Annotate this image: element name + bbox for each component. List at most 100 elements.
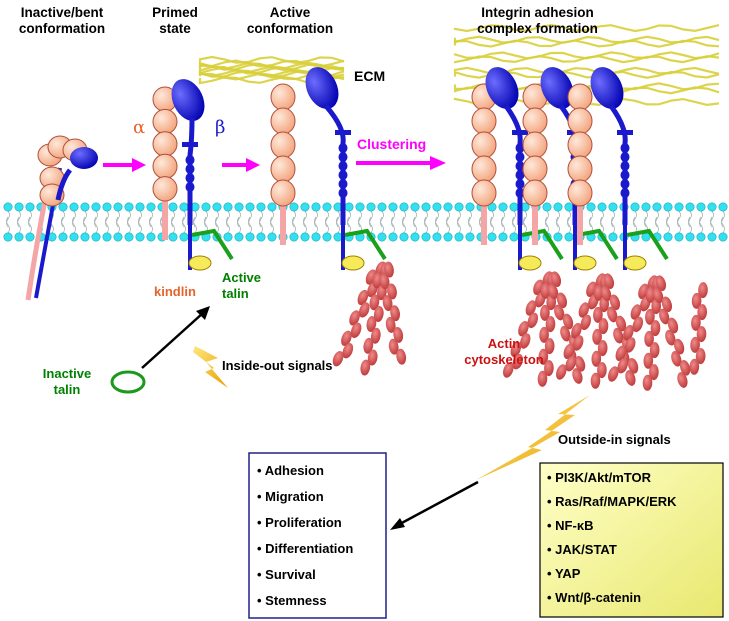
alpha-domain: [567, 131, 593, 159]
actin-monomer: [592, 328, 602, 345]
pathway-item: JAK/STAT: [547, 538, 677, 562]
lipid-tail: [17, 216, 21, 234]
lipid-head: [135, 202, 145, 212]
alpha-domain: [522, 155, 548, 183]
lipid-tail: [6, 210, 10, 228]
actin-monomer: [544, 338, 555, 355]
beta-egf-domain: [338, 143, 348, 153]
actin-monomer: [593, 306, 603, 323]
plasma-membrane: [3, 202, 728, 242]
beta-transmembrane: [573, 185, 577, 270]
lipid-head: [355, 202, 365, 212]
actin-monomer: [366, 316, 377, 332]
lipid-tail: [61, 210, 65, 228]
beta-leg: [187, 117, 195, 225]
kindlin-blob: [573, 255, 597, 271]
alpha-domain: [152, 153, 178, 180]
activation-arrow: [141, 306, 210, 369]
outcome-item: Adhesion: [257, 458, 353, 484]
lipid-tail: [325, 216, 329, 234]
lipid-head: [421, 232, 431, 242]
actin-monomer: [593, 284, 604, 301]
lipid-tail: [523, 216, 527, 234]
beta-leg: [608, 104, 628, 225]
lipid-tail: [248, 216, 252, 234]
alpha-domain: [567, 155, 593, 183]
lipid-tail: [116, 216, 120, 234]
lipid-head: [674, 232, 684, 242]
beta-cluster: [485, 67, 564, 271]
lipid-tail: [391, 210, 395, 228]
beta-leg: [55, 168, 73, 201]
lipid-head: [234, 202, 244, 212]
outcomes-arrow: [390, 480, 479, 530]
actin-monomer: [363, 337, 374, 354]
alpha-domain: [522, 131, 548, 159]
lipid-head: [421, 202, 431, 212]
actin-monomer: [644, 330, 654, 347]
lipid-tail: [435, 216, 439, 234]
lipid-head: [102, 202, 112, 212]
actin-monomer: [562, 313, 574, 330]
actin-monomer: [667, 317, 679, 334]
actin-monomer: [661, 296, 673, 313]
lipid-tail: [303, 216, 307, 234]
lipid-head: [663, 232, 673, 242]
lipid-tail: [336, 210, 340, 228]
lipid-tail: [457, 216, 461, 234]
lipid-head: [652, 202, 662, 212]
lipid-tail: [380, 216, 384, 234]
lipid-head: [443, 202, 453, 212]
lipid-tail: [325, 210, 329, 228]
alpha-domain: [471, 107, 497, 135]
alpha-domain: [270, 107, 296, 135]
actin-monomer: [591, 350, 602, 367]
actin-monomer: [578, 302, 590, 318]
lipid-head: [69, 232, 79, 242]
lipid-head: [3, 232, 13, 242]
lipid-tail: [28, 216, 32, 234]
alpha-domain: [567, 179, 593, 207]
ecm-fibre: [453, 23, 720, 33]
outcome-item: Survival: [257, 562, 353, 588]
beta-cluster: [590, 67, 669, 271]
actin-monomer: [538, 348, 549, 365]
lipid-tail: [523, 210, 527, 228]
clustering-arrow: [356, 156, 446, 170]
lipid-head: [465, 232, 475, 242]
lipid-head: [608, 232, 618, 242]
beta-label: β: [215, 117, 226, 138]
lipid-head: [102, 232, 112, 242]
ecm-fibre: [198, 62, 345, 72]
lipid-head: [487, 232, 497, 242]
alpha-domain: [522, 107, 548, 135]
lipid-tail: [204, 210, 208, 228]
actin-monomer: [373, 306, 384, 322]
lipid-head: [146, 202, 156, 212]
inside-out-bolt-icon: [193, 346, 228, 388]
talin-rod: [344, 228, 387, 261]
lipid-tail: [17, 210, 21, 228]
talin-rod: [191, 228, 234, 261]
lipid-tail: [413, 216, 417, 234]
lipid-head: [663, 202, 673, 212]
actin-monomer: [615, 345, 627, 361]
lipid-head: [80, 232, 90, 242]
actin-monomer: [696, 326, 707, 343]
actin-monomer: [613, 327, 624, 344]
beta-egf-domain: [185, 155, 195, 165]
actin-monomer: [556, 292, 568, 309]
lipid-tail: [270, 216, 274, 234]
lipid-head: [630, 202, 640, 212]
actin-monomer: [673, 338, 685, 355]
clustering-label: Clustering: [357, 136, 427, 152]
beta-transmembrane: [188, 185, 192, 270]
lipid-tail: [226, 216, 230, 234]
lipid-tail: [94, 216, 98, 234]
beta-head: [485, 67, 519, 109]
alpha-domain: [152, 108, 178, 135]
lipid-tail: [237, 210, 241, 228]
alpha-domain: [471, 155, 497, 183]
lipid-tail: [314, 216, 318, 234]
alpha-domain: [522, 179, 548, 207]
